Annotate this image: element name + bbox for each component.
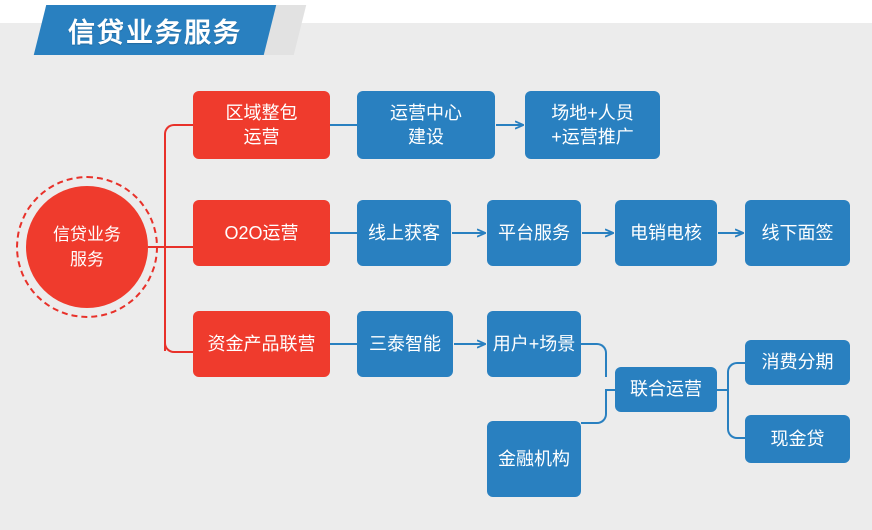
- branch-2-step-3-node[interactable]: 电销电核: [615, 200, 717, 266]
- branch-3-secondary-node[interactable]: 金融机构: [487, 421, 581, 497]
- connector-root-spine: [164, 136, 166, 351]
- branch-1-step-1-node[interactable]: 运营中心 建设: [357, 91, 495, 159]
- connector-join-to-split: [717, 389, 729, 391]
- connector-root-to-branch3: [164, 339, 194, 353]
- branch-2-step-4-node[interactable]: 线下面签: [745, 200, 850, 266]
- branch-3-output-2-node[interactable]: 现金贷: [745, 415, 850, 463]
- connector-split-to-output1: [727, 362, 747, 391]
- connector-merge-from-step2: [581, 343, 607, 377]
- root-node: 信贷业务 服务: [26, 186, 148, 308]
- connector-root-to-branch2: [164, 246, 194, 248]
- branch-1-root-node[interactable]: 区域整包 运营: [193, 91, 330, 159]
- branch-3-step-1-node[interactable]: 三泰智能: [357, 311, 453, 377]
- branch-2-step-1-node[interactable]: 线上获客: [357, 200, 451, 266]
- connector-merge-from-secondary: [581, 390, 607, 424]
- connector-b1-root-to-step1: [330, 124, 357, 126]
- root-node-label-line2: 服务: [70, 250, 104, 269]
- connector-root-stem: [148, 246, 166, 248]
- branch-3-output-1-node[interactable]: 消费分期: [745, 340, 850, 385]
- branch-1-step-2-node[interactable]: 场地+人员 +运营推广: [525, 91, 660, 159]
- branch-3-merge-node[interactable]: 联合运营: [615, 367, 717, 412]
- page-title: 信贷业务服务: [68, 17, 242, 48]
- branch-2-root-node[interactable]: O2O运营: [193, 200, 330, 266]
- connector-split-to-output2: [727, 388, 747, 439]
- branch-3-step-2-node[interactable]: 用户+场景: [487, 311, 581, 377]
- root-node-label-line1: 信贷业务: [53, 224, 121, 244]
- connector-b3-root-to-step1: [330, 343, 357, 345]
- branch-2-step-2-node[interactable]: 平台服务: [487, 200, 581, 266]
- connector-b2-root-to-step1: [330, 232, 357, 234]
- connector-merge-to-join: [605, 389, 617, 391]
- branch-3-root-node[interactable]: 资金产品联营: [193, 311, 330, 377]
- connector-root-to-branch1: [164, 124, 194, 138]
